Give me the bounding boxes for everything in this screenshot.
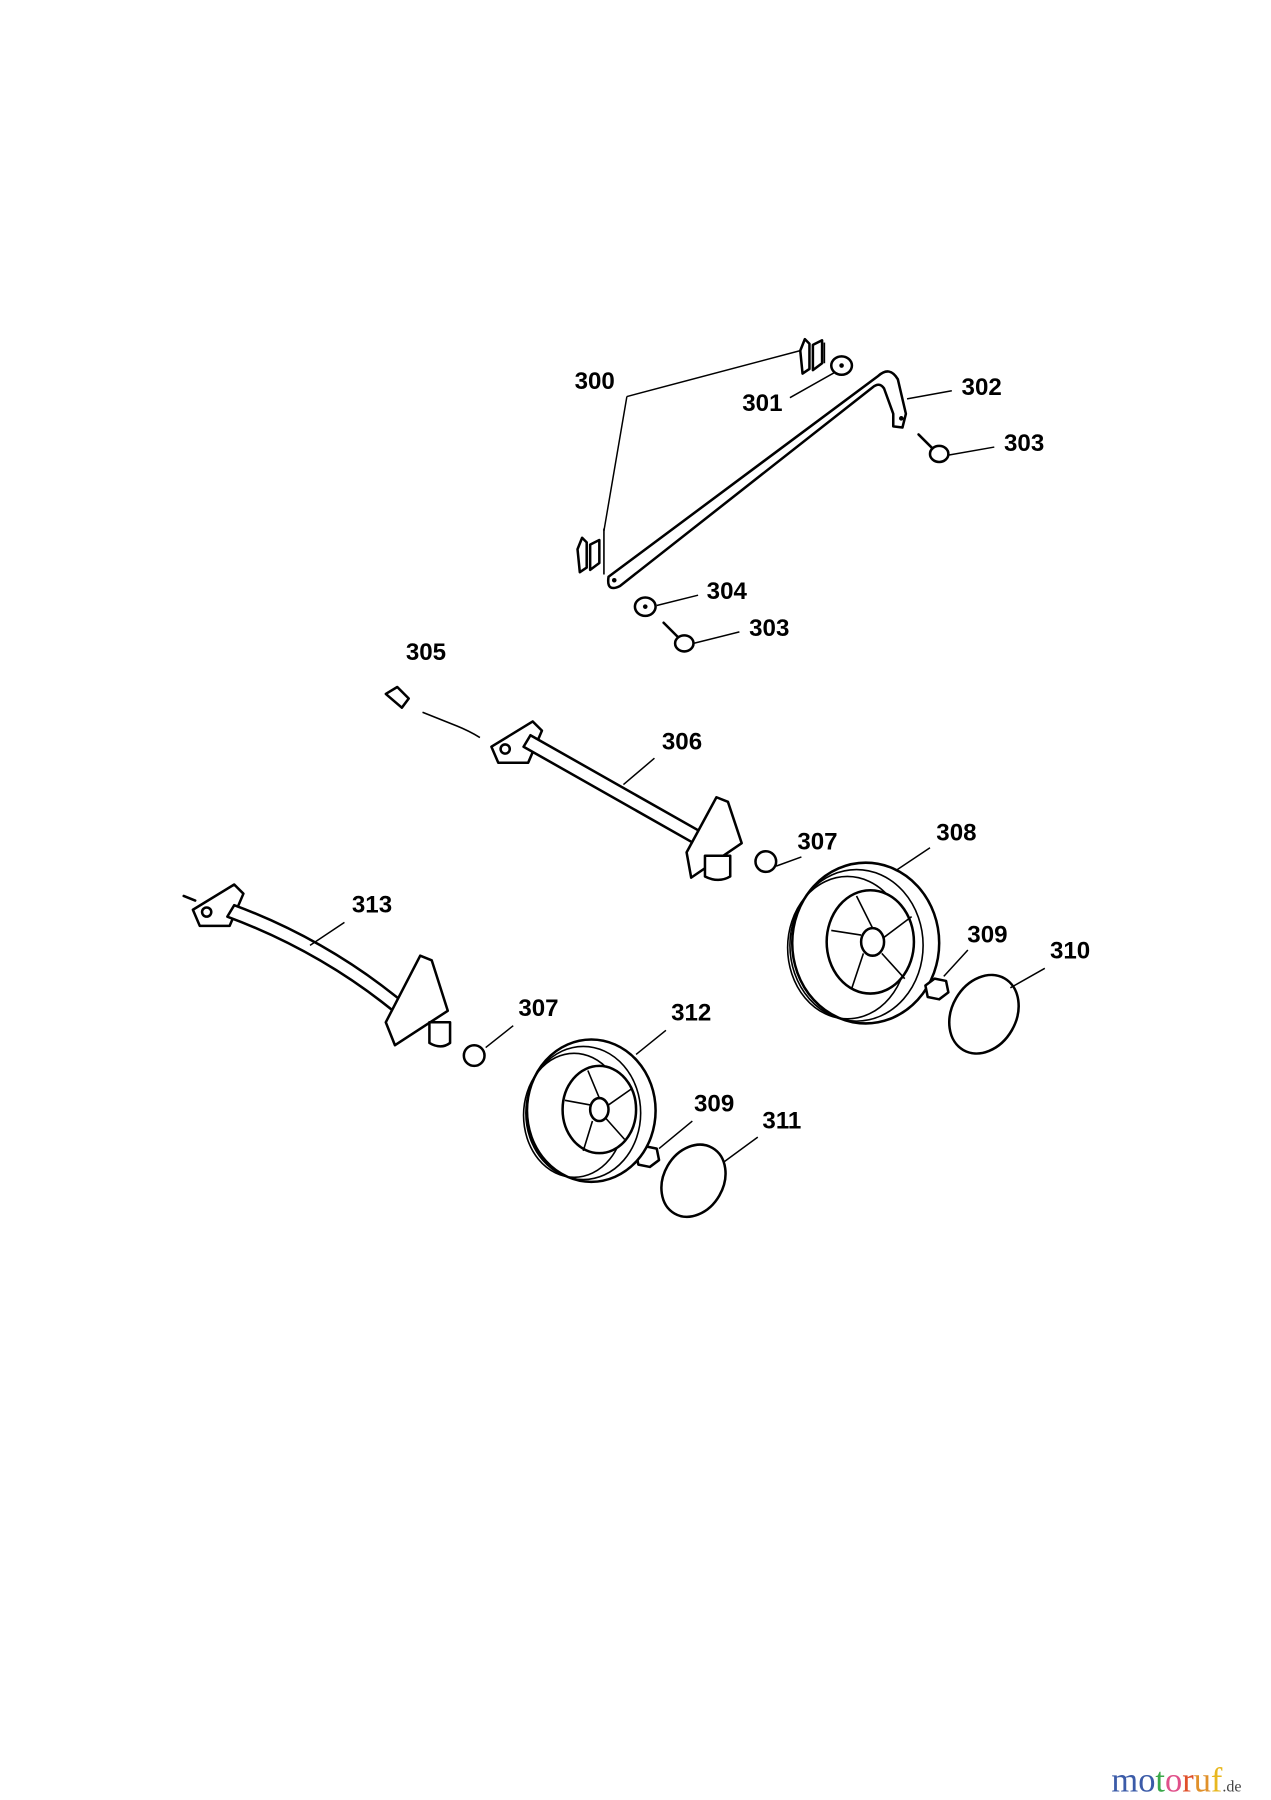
part-307-spacer-right [754, 849, 778, 874]
label-311: 311 [762, 1108, 801, 1135]
label-301: 301 [742, 390, 782, 417]
label-303-bottom: 303 [749, 615, 789, 642]
label-303-top: 303 [1004, 430, 1044, 457]
part-304-washer [633, 596, 657, 618]
label-307-left: 307 [518, 995, 558, 1022]
watermark-letter: r [1182, 1762, 1194, 1800]
part-305-cap [384, 685, 481, 739]
part-310-hubcap [948, 973, 1020, 1055]
watermark-letter: f [1211, 1762, 1223, 1800]
watermark-letter: u [1194, 1762, 1211, 1800]
label-307-right: 307 [797, 829, 837, 856]
part-301-washer [829, 355, 854, 376]
leader-lines [309, 349, 1046, 1163]
part-312-wheel [522, 1038, 657, 1184]
label-313: 313 [352, 892, 392, 919]
watermark-letter: t [1155, 1762, 1165, 1800]
part-307-spacer-left [462, 1043, 486, 1068]
label-305: 305 [406, 639, 446, 666]
label-310: 310 [1050, 938, 1090, 965]
label-300: 300 [575, 368, 615, 395]
part-300-clip-bottom [576, 528, 605, 575]
label-302: 302 [962, 374, 1002, 401]
part-303-bolt-bottom [662, 621, 695, 653]
label-304: 304 [707, 578, 748, 605]
label-309-left: 309 [694, 1090, 734, 1117]
watermark-letter: o [1165, 1762, 1182, 1800]
part-308-wheel [786, 861, 941, 1025]
part-303-bolt-top [917, 433, 950, 464]
label-308: 308 [936, 819, 976, 846]
part-302-rod [606, 370, 908, 590]
watermark-logo: motoruf.de [1111, 1762, 1241, 1800]
label-309-right: 309 [967, 922, 1007, 949]
part-313-axle [182, 883, 452, 1048]
part-306-axle [490, 720, 743, 882]
watermark-letter: m [1111, 1762, 1138, 1800]
label-306: 306 [662, 729, 702, 756]
label-312: 312 [671, 1000, 711, 1027]
part-311-hubcap [660, 1143, 727, 1219]
watermark-letter: o [1138, 1762, 1155, 1800]
part-300-clip-top [798, 337, 826, 375]
part-309-nut-right [924, 977, 950, 1001]
